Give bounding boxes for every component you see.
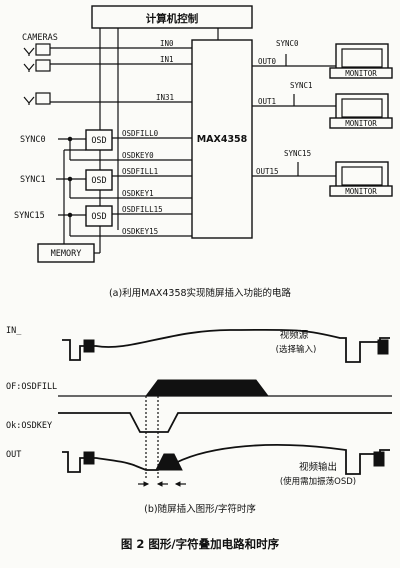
input-label-in1: IN1 [160,55,174,64]
osd-signal-label: OSDFILL15 [122,205,163,214]
osd-label: OSD [91,176,106,186]
osd-label: OSD [91,212,106,222]
signal-label-out: OUT [6,450,21,460]
timing-arrows [138,481,186,487]
waveform-in [62,328,390,363]
osd-label: OSD [91,136,106,146]
cameras-label: CAMERAS [22,33,58,43]
output-label-out15: OUT15 [256,167,279,176]
signal-label-in: IN_ [6,326,22,336]
overlay-pulse [155,453,183,471]
camera-icon [23,43,51,56]
input-label-in0: IN0 [160,39,174,48]
sync-out-label-1: SYNC1 [290,81,313,90]
sync-out-label-0: SYNC0 [276,39,299,48]
caption-b: (b)随屏插入图形/字符时序 [144,503,256,515]
controller-box: 计算机控制 [91,5,253,29]
monitor-icon: MONITOR [329,93,393,129]
sync-out-label-15: SYNC15 [284,149,311,158]
controller-label: 计算机控制 [146,12,199,25]
osd-signal-label: OSDFILL1 [122,167,158,176]
sync-in-label-0: SYNC0 [20,135,46,145]
caption-a: (a)利用MAX4358实现随屏插入功能的电路 [109,287,292,299]
note-video-output: 视频输出 [299,461,337,473]
sync-pulse [377,339,389,355]
monitor-label: MONITOR [345,69,377,78]
osd-block: OSD [85,129,113,151]
osd-signal-label: OSDKEY1 [122,189,154,198]
osd-block: OSD [85,205,113,227]
osdfill-pulse [145,379,269,397]
note-video-output-sub: (使用需加振荡OSD) [280,476,356,487]
camera-icon [23,92,51,105]
camera-icon [23,59,51,72]
waveform-osdkey [58,412,392,433]
max4358-chip: MAX4358 [191,39,253,239]
memory-label: MEMORY [51,249,82,259]
osd-signal-label: OSDKEY15 [122,227,158,236]
input-label-in31: IN31 [156,93,174,102]
osd-signal-label: OSDFILL0 [122,129,159,138]
chip-label: MAX4358 [197,134,248,145]
sync-pulse [373,451,385,467]
note-video-source-sub: (选择输入) [276,344,317,355]
monitor-icon: MONITOR [329,43,393,79]
output-label-out1: OUT1 [258,97,276,106]
monitor-label: MONITOR [345,187,377,196]
sync-in-label-1: SYNC1 [20,175,46,185]
signal-label-osdkey: Ok:OSDKEY [6,421,52,431]
sync-in-label-15: SYNC15 [14,211,45,221]
output-label-out0: OUT0 [258,57,277,66]
waveform-out [62,444,390,475]
monitor-label: MONITOR [345,119,377,128]
sync-pulse [83,339,95,353]
note-video-source: 视频源 [280,329,309,341]
osd-block: OSD [85,169,113,191]
monitor-icon: MONITOR [329,161,393,197]
figure-caption: 图 2 图形/字符叠加电路和时序 [121,537,280,551]
sync-pulse [83,451,95,465]
signal-label-osdfill: OF:OSDFILL [6,382,57,392]
memory-block: MEMORY [37,243,95,263]
osd-signal-label: OSDKEY0 [122,151,154,160]
